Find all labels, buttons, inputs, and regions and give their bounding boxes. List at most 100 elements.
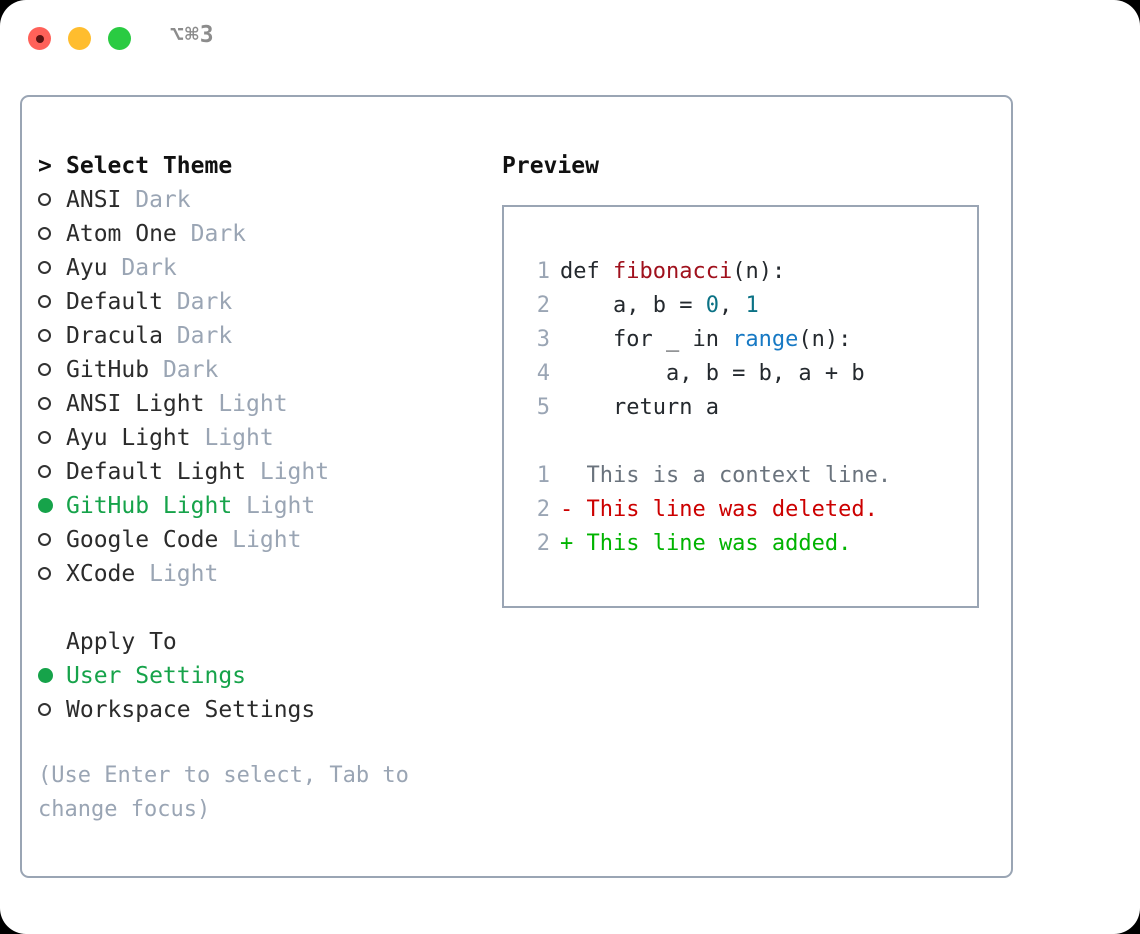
theme-item-label: ANSI Light xyxy=(66,391,205,417)
code-line: 2 a, b = 0, 1 xyxy=(524,289,977,323)
line-number: 2 xyxy=(536,293,550,318)
apply-to-label: Workspace Settings xyxy=(66,697,316,723)
line-number: 3 xyxy=(536,327,550,352)
code-token: for _ in xyxy=(560,327,733,352)
recording-indicator-icon xyxy=(35,34,44,43)
theme-item-variant-badge: Light xyxy=(218,527,302,553)
radio-unselected-icon xyxy=(38,328,51,342)
apply-to-header: Apply To xyxy=(66,629,177,655)
theme-list-item[interactable]: ANSI Dark xyxy=(38,183,478,217)
radio-unselected-icon xyxy=(38,430,51,444)
line-number: 2 xyxy=(536,531,550,556)
code-token: + This line was added. xyxy=(560,531,852,556)
line-number: 1 xyxy=(536,463,550,488)
window-close-button[interactable] xyxy=(28,27,51,50)
code-token: 0 xyxy=(705,293,719,318)
theme-item-marker xyxy=(38,252,66,286)
code-token: - This line was deleted. xyxy=(560,497,878,522)
theme-item-marker xyxy=(38,320,66,354)
theme-item-variant-badge: Dark xyxy=(176,221,247,247)
code-token: return a xyxy=(560,395,719,420)
theme-item-marker xyxy=(38,354,66,388)
theme-item-marker xyxy=(38,558,66,592)
theme-list-item[interactable]: Ayu Dark xyxy=(38,251,478,285)
theme-list-item[interactable]: Default Light Light xyxy=(38,455,478,489)
theme-item-variant-badge: Dark xyxy=(107,255,177,281)
radio-unselected-icon xyxy=(38,294,51,308)
radio-unselected-icon xyxy=(38,226,51,240)
radio-unselected-icon xyxy=(38,532,51,546)
diff-line: 2 - This line was deleted. xyxy=(524,493,977,527)
radio-unselected-icon xyxy=(38,566,51,580)
theme-item-label: Google Code xyxy=(66,527,219,553)
code-token: (n): xyxy=(798,327,852,352)
theme-item-label: GitHub Light xyxy=(66,493,233,519)
theme-item-label: Atom One xyxy=(66,221,177,247)
radio-unselected-icon xyxy=(38,396,51,410)
theme-item-label: GitHub xyxy=(66,357,150,383)
theme-item-marker xyxy=(38,388,66,422)
code-line: 5 return a xyxy=(524,391,977,425)
code-token: def xyxy=(560,259,613,284)
theme-list-item[interactable]: Default Dark xyxy=(38,285,478,319)
code-token: fibonacci xyxy=(612,259,733,284)
theme-item-variant-badge: Dark xyxy=(162,289,233,315)
theme-item-label: Ayu xyxy=(66,255,108,281)
apply-to-option[interactable]: Workspace Settings xyxy=(38,693,478,727)
theme-item-variant-badge: Light xyxy=(190,425,274,451)
theme-list-item[interactable]: GitHub Light Light xyxy=(38,489,478,523)
window-maximize-button[interactable] xyxy=(108,27,131,50)
code-line: 3 for _ in range(n): xyxy=(524,323,977,357)
theme-list-item[interactable]: Atom One Dark xyxy=(38,217,478,251)
theme-item-variant-badge: Light xyxy=(232,493,316,519)
apply-to-marker xyxy=(38,660,66,694)
theme-list-item[interactable]: ANSI Light Light xyxy=(38,387,478,421)
diff-line: 1 This is a context line. xyxy=(524,459,977,493)
theme-item-marker xyxy=(38,422,66,456)
theme-list-item[interactable]: GitHub Dark xyxy=(38,353,478,387)
theme-item-marker xyxy=(38,286,66,320)
code-token: 1 xyxy=(745,293,759,318)
apply-to-option[interactable]: User Settings xyxy=(38,659,478,693)
theme-list-item[interactable]: Ayu Light Light xyxy=(38,421,478,455)
code-token: (n): xyxy=(732,259,786,284)
code-token: range xyxy=(732,327,799,352)
line-number: 2 xyxy=(536,497,550,522)
theme-item-marker xyxy=(38,218,66,252)
theme-item-variant-badge: Dark xyxy=(162,323,233,349)
keyboard-shortcut-label: ⌥⌘3 xyxy=(170,22,215,48)
theme-list-item[interactable]: Google Code Light xyxy=(38,523,478,557)
line-number: 5 xyxy=(536,395,550,420)
line-number: 4 xyxy=(536,361,550,386)
list-spacer xyxy=(38,591,478,625)
theme-item-marker xyxy=(38,184,66,218)
theme-list-item[interactable]: Dracula Dark xyxy=(38,319,478,353)
line-number: 1 xyxy=(536,259,550,284)
window-minimize-button[interactable] xyxy=(68,27,91,50)
theme-item-label: Dracula xyxy=(66,323,163,349)
keyboard-hint-text: (Use Enter to select, Tab to change focu… xyxy=(38,763,423,822)
theme-item-marker xyxy=(38,524,66,558)
theme-item-marker xyxy=(38,490,66,524)
theme-list-item[interactable]: XCode Light xyxy=(38,557,478,591)
window-titlebar: ⌥⌘3 xyxy=(0,0,1140,78)
radio-unselected-icon xyxy=(38,192,51,206)
code-token: a, b = b, a + b xyxy=(560,361,865,386)
select-theme-header: >Select Theme xyxy=(38,149,478,183)
diff-line: 2 + This line was added. xyxy=(524,527,977,561)
code-token: This is a context line. xyxy=(560,463,892,488)
radio-selected-icon xyxy=(38,667,53,683)
theme-item-label: Default xyxy=(66,289,163,315)
theme-item-label: XCode xyxy=(66,561,136,587)
code-token: , xyxy=(718,293,746,318)
diff-sample: 1 This is a context line. 2 - This line wa… xyxy=(524,459,977,561)
theme-item-variant-badge: Light xyxy=(135,561,219,587)
radio-unselected-icon xyxy=(38,362,51,376)
code-line: 4 a, b = b, a + b xyxy=(524,357,977,391)
